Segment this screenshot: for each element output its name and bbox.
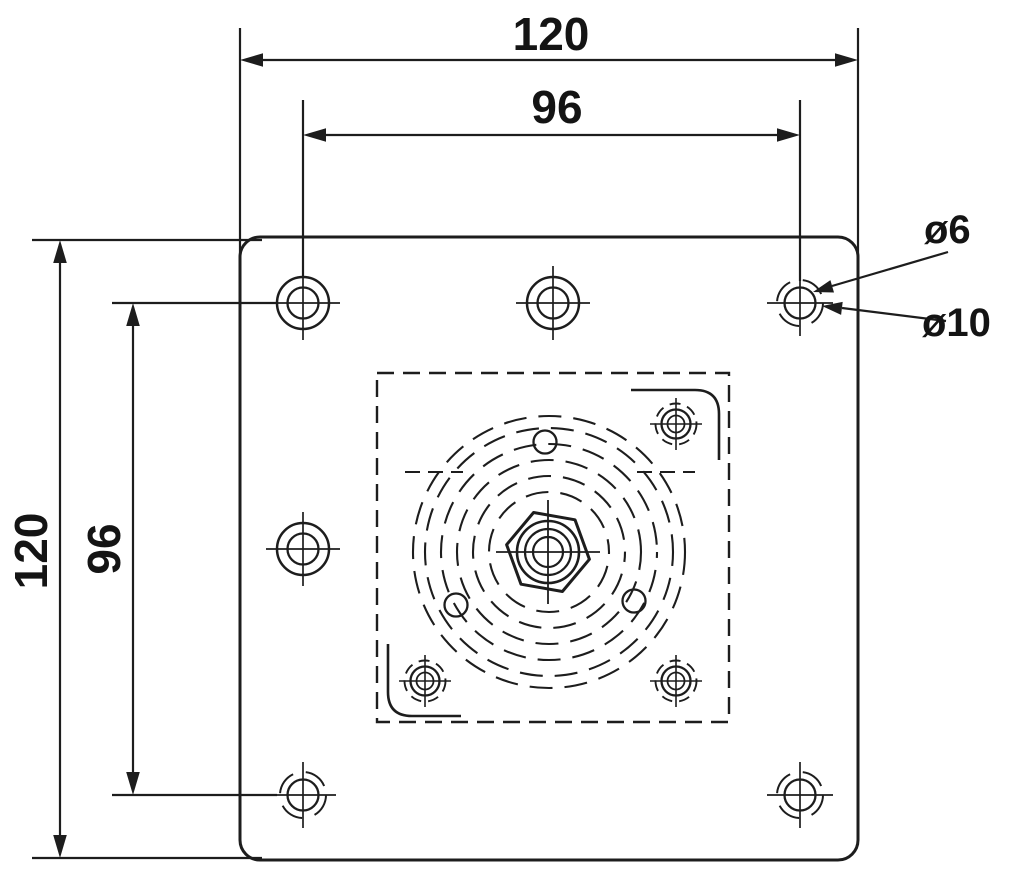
flange-ring-4 <box>455 458 643 646</box>
dimension-label-hole-pitch-width: 96 <box>531 81 582 133</box>
nut-circle-outer <box>515 519 581 585</box>
nut-circle-middle <box>523 527 573 577</box>
hole-outer-circle <box>409 665 441 697</box>
inner-hole-top-right <box>631 388 721 460</box>
hidden-mounting-square <box>375 371 731 724</box>
dimension-label-overall-width: 120 <box>513 8 590 60</box>
dimension-hole-pitch-height: 96 <box>78 303 140 795</box>
corner-bracket-bottom-left <box>386 644 461 718</box>
arrowhead-right <box>777 128 800 142</box>
leader-arrowhead <box>813 280 834 293</box>
inner-hole-bottom-right <box>650 655 702 707</box>
flange-ring-1 <box>411 414 687 690</box>
callout-large-hole-diameter: ø10 <box>822 301 991 345</box>
hole-inner-circle <box>666 671 686 691</box>
hole-outer-circle <box>660 408 692 440</box>
hole-thread-circle <box>654 402 698 446</box>
flange-bolt-holes <box>443 429 647 618</box>
nut-circle-inner <box>531 535 565 569</box>
leader-arrowhead <box>822 301 843 315</box>
arrowhead-right <box>835 53 858 67</box>
hole-middle-left <box>266 512 340 586</box>
dimension-label-hole-pitch-height: 96 <box>78 523 130 574</box>
hole-inner-circle <box>783 286 817 320</box>
leader-line <box>831 250 949 288</box>
hole-thread-circle <box>776 279 824 327</box>
hole-thread-circle <box>776 771 824 819</box>
hole-inner-circle <box>286 778 320 812</box>
hole-inner-circle <box>536 286 570 320</box>
dimension-overall-height: 120 <box>5 240 67 858</box>
hole-bottom-left <box>270 762 336 828</box>
flange-ring-5 <box>471 474 627 630</box>
hole-outer-circle <box>275 275 331 331</box>
arrowhead-bottom <box>53 835 67 858</box>
mounting-square-outline <box>375 371 731 724</box>
flange-bolt-hole-top <box>532 429 558 455</box>
dimension-hole-pitch-width: 96 <box>303 81 800 142</box>
arrowhead-top <box>126 303 140 326</box>
inner-hole-bottom-left <box>386 644 461 718</box>
leader-line <box>841 306 947 323</box>
hole-inner-circle <box>286 532 320 566</box>
hole-bottom-right <box>767 762 833 828</box>
hole-inner-circle <box>666 414 686 434</box>
arrowhead-left <box>303 128 326 142</box>
hole-outer-circle <box>660 665 692 697</box>
callout-label-small-hole: ø6 <box>924 208 971 252</box>
hole-top-center <box>516 266 590 340</box>
hole-outer-circle <box>275 521 331 577</box>
hole-thread-circle <box>279 771 327 819</box>
flange-ring-3 <box>439 442 659 662</box>
hole-inner-circle <box>286 286 320 320</box>
hole-inner-circle <box>783 778 817 812</box>
callout-label-large-hole: ø10 <box>922 301 991 345</box>
callout-small-hole-diameter: ø6 <box>813 208 971 293</box>
hole-top-right <box>767 270 833 336</box>
flange-bolt-hole-left <box>443 592 469 618</box>
hole-inner-circle <box>415 671 435 691</box>
hidden-flange-rings <box>411 414 687 690</box>
extension-lines <box>32 28 860 860</box>
dimension-overall-width: 120 <box>240 8 858 67</box>
plate-assembly <box>238 235 860 862</box>
flange-ring-2 <box>423 426 675 678</box>
corner-bracket-top-right <box>631 388 721 460</box>
flange-bolt-hole-right <box>621 588 647 614</box>
arrowhead-bottom <box>126 772 140 795</box>
hole-outer-circle <box>525 275 581 331</box>
hole-thread-circle <box>403 659 447 703</box>
hole-thread-circle <box>654 659 698 703</box>
hole-top-left <box>266 266 340 340</box>
flange-ring-6 <box>487 490 611 614</box>
hex-nut-outline <box>505 511 591 593</box>
dimension-label-overall-height: 120 <box>5 513 57 590</box>
arrowhead-top <box>53 240 67 263</box>
plate-outline <box>238 235 860 862</box>
arrowhead-left <box>240 53 263 67</box>
center-nut <box>496 500 600 604</box>
